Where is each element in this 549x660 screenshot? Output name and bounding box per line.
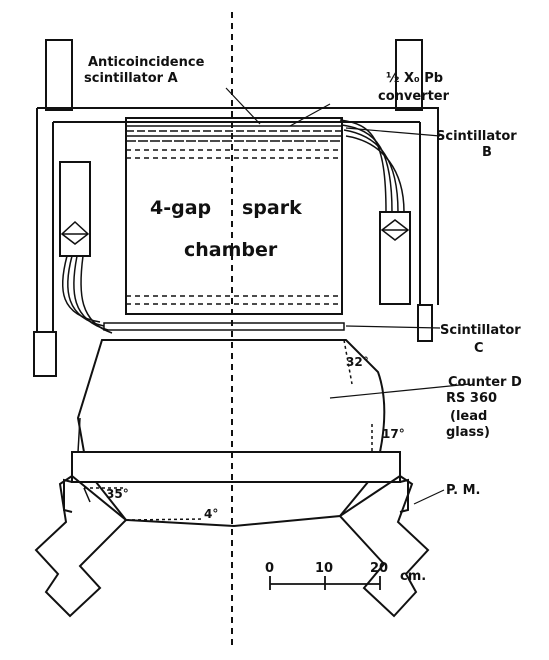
scale-bar (269, 576, 381, 590)
converter-label: converter (378, 89, 450, 104)
spark-chamber (125, 117, 343, 315)
scale-tick-0: 0 (265, 561, 274, 576)
pb-converter-label: ½ X₀ Pb (386, 71, 443, 86)
angle-32: 32° (346, 355, 369, 369)
left-pm-assembly (59, 161, 113, 334)
right-pm-assembly (339, 119, 411, 305)
left-bottom-pm (34, 474, 128, 618)
angle-17: 17° (382, 427, 405, 441)
scintillator-c-letter: C (474, 341, 484, 356)
scale-tick-10: 10 (315, 561, 333, 576)
counter-d-label: Counter D (448, 375, 522, 390)
chamber-label-3: chamber (184, 239, 278, 261)
angle-35: 35° (106, 487, 129, 501)
scintillator-a-label: scintillator A (84, 71, 178, 86)
scale-tick-20: 20 (370, 561, 388, 576)
right-bottom-pm (338, 474, 430, 618)
chamber-label-2: spark (242, 197, 302, 219)
pm-label: P. M. (446, 483, 480, 498)
chamber-label-1: 4-gap (150, 197, 211, 219)
lower-assembly (63, 451, 409, 528)
counter-d-material-1: (lead (450, 409, 487, 424)
counter-d-model: RS 360 (446, 391, 497, 406)
anticoincidence-label: Anticoincidence (88, 55, 205, 70)
scintillator-c-bar (103, 322, 345, 331)
scale-unit: cm. (400, 569, 426, 584)
support-frame (33, 39, 439, 377)
scintillator-c-label: Scintillator (440, 323, 521, 338)
scintillator-b-label: Scintillator (436, 129, 517, 144)
angle-4: 4° (204, 507, 218, 521)
scintillator-b-letter: B (482, 145, 492, 160)
counter-d-material-2: glass) (446, 425, 490, 440)
